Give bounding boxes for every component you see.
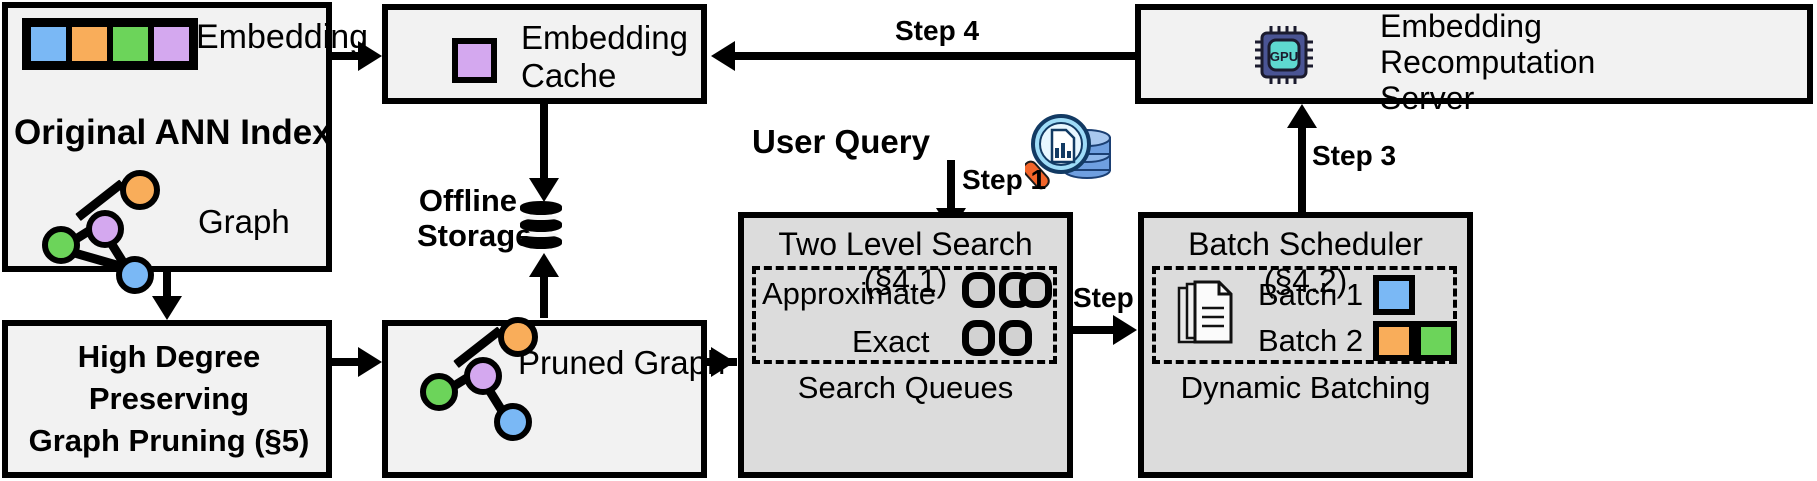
documents-stack-svg: [1177, 280, 1233, 344]
search-queues-footer: Search Queues: [797, 370, 1014, 405]
original-ann-index-title: Original ANN Index: [14, 113, 332, 152]
arrowhead-right: [358, 347, 382, 377]
arrow-step4: [735, 52, 1135, 60]
graph-pruning-title: High Degree Preserving Graph Pruning (§5…: [28, 339, 310, 458]
database-cylinder-icon: [520, 201, 562, 249]
graph-node-blue: [116, 256, 154, 294]
pruned-graph-drawing: [418, 315, 548, 441]
embedding-label: Embedding: [196, 18, 369, 56]
step1-label: Step 1: [962, 164, 1047, 195]
approximate-row-label: Approximate: [762, 276, 937, 311]
cylinder-band: [520, 218, 562, 232]
embedding-cell-green: [110, 24, 151, 64]
embedding-cell-orange: [69, 24, 110, 64]
batch-2-label: Batch 2: [1258, 323, 1364, 358]
original-index-graph: [40, 168, 170, 294]
arrow-step3: [1298, 112, 1306, 212]
recomputation-server-box: [1135, 4, 1813, 104]
dynamic-batching-panel: [1152, 266, 1457, 364]
arrow-pruning-to-prunedgraph: [332, 358, 364, 366]
arrowhead-up: [1287, 104, 1317, 128]
embedding-cache-box: [382, 4, 707, 104]
pruned-graph-title: Pruned Graph: [518, 344, 726, 381]
approximate-queue-slot[interactable]: [962, 272, 995, 308]
embedding-cache-swatch: [452, 38, 497, 83]
batch-1-swatch-blue: [1373, 275, 1415, 315]
graph-node-orange: [120, 170, 160, 210]
arrow-cache-to-storage: [540, 104, 548, 188]
arrowhead-left: [711, 41, 735, 71]
arrow-step1: [947, 160, 955, 216]
gpu-chip-icon: GPU: [1253, 24, 1315, 86]
query-icon-svg: [1022, 114, 1111, 190]
gpu-icon-text: GPU: [1270, 49, 1298, 64]
graph-node-green: [42, 226, 80, 264]
cylinder-gap: [524, 232, 558, 237]
arrow-index-to-cache: [332, 52, 364, 60]
cylinder-gap: [524, 215, 558, 220]
arrowhead-right: [358, 41, 382, 71]
gpu-chip-svg: GPU: [1255, 26, 1313, 84]
batch-1-label: Batch 1: [1258, 277, 1364, 312]
embedding-swatch-strip: [22, 18, 198, 70]
step3-label: Step 3: [1312, 140, 1397, 171]
graph-pruning-box: [2, 320, 332, 478]
arrowhead-up: [529, 253, 559, 277]
batch-2-swatch-orange: [1373, 321, 1415, 361]
embedding-cell-purple: [151, 24, 192, 64]
exact-queue-slot[interactable]: [962, 320, 995, 356]
graph-node-green: [420, 373, 458, 411]
arrowhead-down: [152, 296, 182, 320]
graph-node-orange: [498, 317, 538, 357]
dynamic-batching-footer: Dynamic Batching: [1180, 370, 1431, 405]
query-search-database-icon: [1022, 108, 1113, 190]
arrowhead-right: [1113, 315, 1137, 345]
arrow-step2: [1073, 326, 1125, 334]
user-query-label: User Query: [752, 123, 930, 160]
graph-node-purple: [86, 210, 124, 248]
embedding-cache-title: Embedding Cache: [521, 19, 688, 94]
graph-node-purple: [464, 357, 502, 395]
cylinder-band: [520, 235, 562, 249]
arrowhead-right: [711, 347, 735, 377]
exact-row-label: Exact: [852, 324, 930, 359]
exact-queue-slot[interactable]: [999, 320, 1032, 356]
approximate-queue-slot[interactable]: [1019, 272, 1052, 308]
documents-stack-icon: [1175, 280, 1239, 352]
arrowhead-down: [529, 178, 559, 202]
graph-node-blue: [494, 403, 532, 441]
batch-2-swatch-green: [1415, 321, 1457, 361]
arrow-prunedgraph-to-storage: [540, 262, 548, 318]
arrow-index-to-pruning: [163, 272, 171, 306]
step4-label: Step 4: [895, 15, 980, 46]
cylinder-band: [520, 201, 562, 215]
recomputation-server-title: Embedding Recomputation Server: [1380, 8, 1596, 116]
search-queues-panel: [752, 266, 1057, 364]
graph-label: Graph: [198, 203, 290, 240]
embedding-cell-blue: [28, 24, 69, 64]
offline-storage-label: Offline Storage: [417, 183, 533, 253]
